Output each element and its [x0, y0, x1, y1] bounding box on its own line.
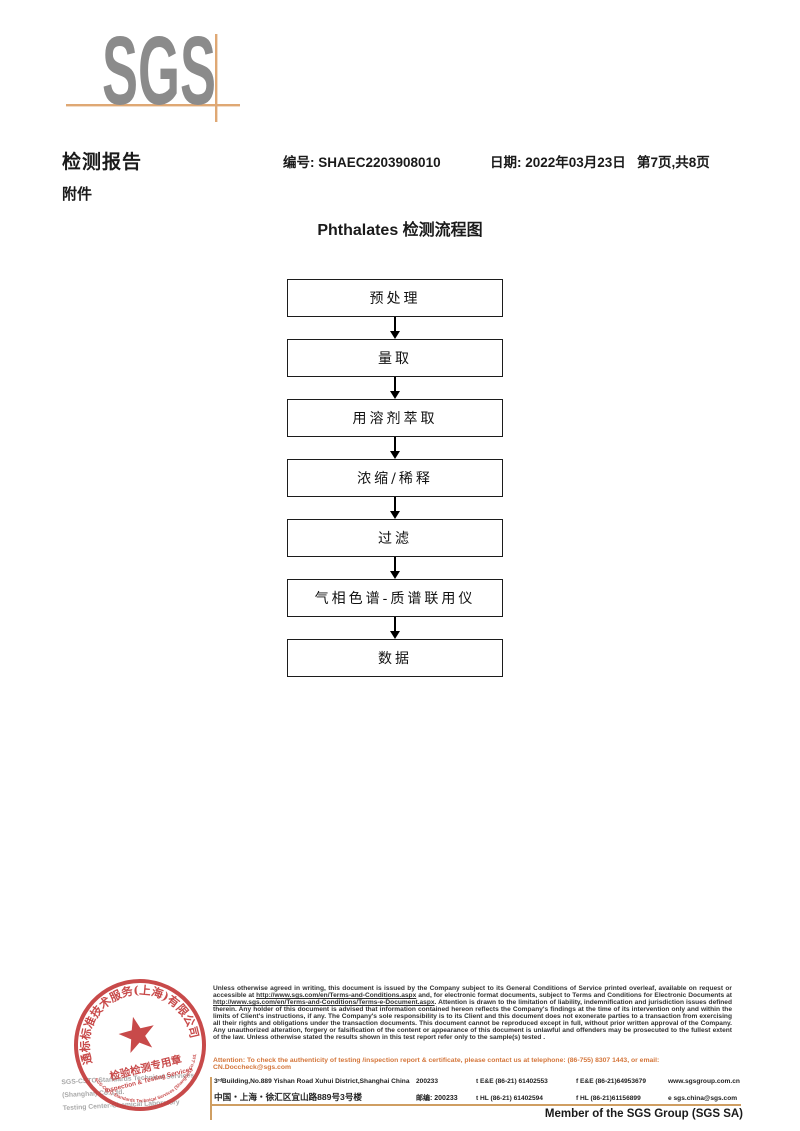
- address-row-cn: 中国・上海・徐汇区宜山路889号3号楼 邮编: 200233 t HL (86-…: [214, 1091, 742, 1104]
- sgs-logo-text: SGS: [102, 16, 216, 125]
- flow-step-concentrate-dilute: 浓缩/稀释: [287, 459, 503, 497]
- arrow-down-icon: [287, 617, 503, 639]
- address-row-en: 3ʳᵈBuilding,No.889 Yishan Road Xuhui Dis…: [214, 1078, 742, 1091]
- sgs-group-member-text: Member of the SGS Group (SGS SA): [544, 1108, 743, 1120]
- doccheck-email-link[interactable]: CN.Doccheck@sgs.com: [213, 1064, 292, 1072]
- flow-step-solvent-extraction: 用溶剂萃取: [287, 399, 503, 437]
- phone-hl: t HL (86-21) 61402594: [476, 1095, 543, 1102]
- flow-step-label: 浓缩/稀释: [357, 471, 433, 487]
- report-date: 日期: 2022年03月23日: [490, 155, 626, 170]
- flow-step-data: 数据: [287, 639, 503, 677]
- legal-text: Unless otherwise agreed in writing, this…: [213, 985, 732, 999]
- terms-link[interactable]: http://www.sgs.com/en/Terms-and-Conditio…: [256, 991, 417, 999]
- address-cn: 中国・上海・徐汇区宜山路889号3号楼: [214, 1092, 363, 1102]
- flow-step-gcms: 气相色谱-质谱联用仪: [287, 579, 503, 617]
- arrow-down-icon: [287, 317, 503, 339]
- postcode-cn: 邮编: 200233: [416, 1095, 458, 1102]
- legal-text: and, for electronic format documents, su…: [416, 991, 732, 999]
- flow-step-label: 量取: [378, 351, 412, 367]
- attention-notice: Attention: To check the authenticity of …: [213, 1057, 732, 1072]
- flow-step-label: 过滤: [378, 531, 412, 547]
- logo-vertical-line: [215, 34, 218, 122]
- flow-step-label: 用溶剂萃取: [352, 411, 438, 427]
- flow-step-measure: 量取: [287, 339, 503, 377]
- address-en: 3ʳᵈBuilding,No.889 Yishan Road Xuhui Dis…: [214, 1078, 410, 1085]
- arrow-down-icon: [287, 557, 503, 579]
- logo-horizontal-line: [66, 104, 240, 107]
- flow-step-filter: 过滤: [287, 519, 503, 557]
- email[interactable]: e sgs.china@sgs.com: [668, 1095, 738, 1102]
- report-number: 编号: SHAEC2203908010: [283, 155, 441, 170]
- arrow-down-icon: [287, 437, 503, 459]
- arrow-down-icon: [287, 377, 503, 399]
- page-indicator: 第7页,共8页: [637, 155, 710, 170]
- legal-text: . Attention is drawn to the limitation o…: [213, 998, 732, 1041]
- flowchart: 预处理 量取 用溶剂萃取 浓缩/稀释 过滤 气相色谱-质谱联用仪 数据: [287, 279, 503, 677]
- phone-ee: t E&E (86-21) 61402553: [476, 1078, 548, 1085]
- postcode: 200233: [416, 1078, 439, 1085]
- attachment-label: 附件: [62, 186, 93, 203]
- report-title: 检测报告: [62, 152, 143, 173]
- sgs-logo: SGS: [66, 16, 240, 125]
- footer-rule: [211, 1104, 741, 1106]
- flow-step-label: 预处理: [369, 291, 421, 307]
- arrow-down-icon: [287, 497, 503, 519]
- inspection-stamp: 通标标准技术服务(上海)有限公司 SGS-CSTC Standards Tech…: [65, 970, 206, 1114]
- terms-e-document-link[interactable]: http://www.sgs.com/en/Terms-and-Conditio…: [213, 998, 435, 1006]
- address-divider-line: [210, 1077, 212, 1120]
- fax-hl: f HL (86-21)61156899: [576, 1095, 641, 1102]
- flow-step-pretreatment: 预处理: [287, 279, 503, 317]
- flow-step-label: 气相色谱-质谱联用仪: [314, 591, 476, 607]
- legal-disclaimer: Unless otherwise agreed in writing, this…: [213, 985, 732, 1042]
- attention-text: Attention: To check the authenticity of …: [213, 1057, 660, 1064]
- fax-ee: f E&E (86-21)64953679: [576, 1078, 647, 1085]
- stamp-ring: [74, 979, 206, 1111]
- flow-step-label: 数据: [378, 651, 412, 667]
- flowchart-title: Phthalates 检测流程图: [317, 222, 483, 239]
- star-icon: [118, 1016, 154, 1053]
- address-block: 3ʳᵈBuilding,No.889 Yishan Road Xuhui Dis…: [214, 1078, 742, 1104]
- website[interactable]: www.sgsgroup.com.cn: [668, 1078, 740, 1085]
